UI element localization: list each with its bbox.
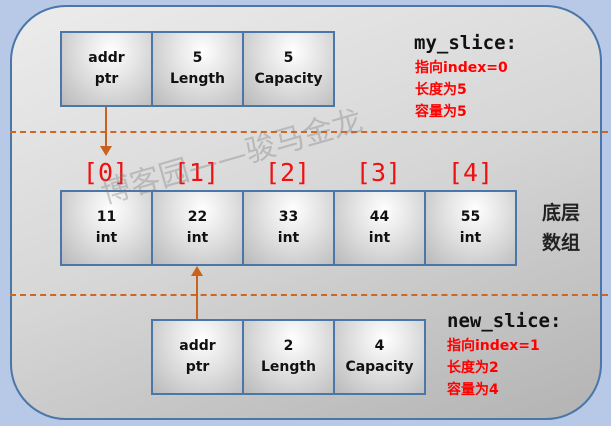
new-slice-ptr-cell: addr ptr	[151, 319, 244, 395]
my-slice-note-index: 指向index=0	[415, 60, 508, 76]
cell-top: addr	[88, 50, 125, 66]
separator-bottom	[10, 294, 608, 296]
array-cell-0: 11 int	[60, 190, 153, 266]
cell-bottom: Length	[169, 71, 226, 87]
index-label-1: [1]	[173, 158, 220, 187]
cell-top: 2	[283, 338, 294, 354]
cell-bottom: Capacity	[254, 71, 323, 87]
cell-value: 44	[369, 209, 390, 225]
array-cell-1: 22 int	[151, 190, 244, 266]
cell-type: int	[186, 230, 209, 246]
new-slice-title: new_slice:	[447, 310, 562, 332]
cell-top: addr	[179, 338, 216, 354]
cell-type: int	[368, 230, 391, 246]
index-label-3: [3]	[355, 158, 402, 187]
label-line-1: 底层	[542, 202, 581, 224]
array-cell-3: 44 int	[333, 190, 426, 266]
my-slice-note-capacity: 容量为5	[415, 104, 467, 120]
new-slice-note-capacity: 容量为4	[447, 382, 499, 398]
arrow-up-icon	[191, 266, 203, 276]
new-slice-capacity-cell: 4 Capacity	[333, 319, 426, 395]
my-slice-pointer-arrow	[105, 107, 107, 150]
cell-type: int	[459, 230, 482, 246]
array-cell-2: 33 int	[242, 190, 335, 266]
cell-top: 5	[283, 50, 294, 66]
label-line-2: 数组	[542, 232, 581, 254]
my-slice-title: my_slice:	[414, 32, 517, 54]
cell-value: 22	[187, 209, 208, 225]
new-slice-note-index: 指向index=1	[447, 338, 540, 354]
my-slice-note-length: 长度为5	[415, 82, 467, 98]
new-slice-pointer-arrow	[196, 275, 198, 320]
cell-top: 4	[374, 338, 385, 354]
array-cell-4: 55 int	[424, 190, 517, 266]
cell-bottom: Length	[260, 359, 317, 375]
cell-bottom: Capacity	[345, 359, 414, 375]
cell-bottom: ptr	[94, 71, 119, 87]
cell-value: 55	[460, 209, 481, 225]
cell-value: 11	[96, 209, 117, 225]
cell-value: 33	[278, 209, 299, 225]
underlying-array-label: 底层 数组	[542, 198, 580, 258]
my-slice-ptr-cell: addr ptr	[60, 31, 153, 107]
index-label-2: [2]	[264, 158, 311, 187]
my-slice-length-cell: 5 Length	[151, 31, 244, 107]
index-label-0: [0]	[82, 158, 129, 187]
cell-type: int	[277, 230, 300, 246]
new-slice-length-cell: 2 Length	[242, 319, 335, 395]
cell-type: int	[95, 230, 118, 246]
my-slice-capacity-cell: 5 Capacity	[242, 31, 335, 107]
index-label-4: [4]	[447, 158, 494, 187]
cell-top: 5	[192, 50, 203, 66]
separator-top	[10, 131, 608, 133]
cell-bottom: ptr	[185, 359, 210, 375]
arrow-down-icon	[100, 146, 112, 156]
new-slice-note-length: 长度为2	[447, 360, 499, 376]
